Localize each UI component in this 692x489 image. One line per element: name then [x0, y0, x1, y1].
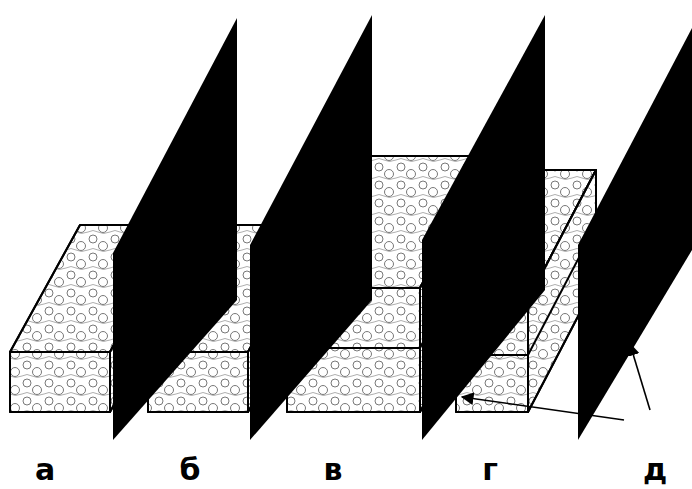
plates: [113, 15, 692, 440]
figure-letter: а: [35, 455, 55, 485]
leader-arrow: [462, 397, 624, 420]
black-plate: [113, 18, 237, 440]
box-face: [10, 352, 110, 412]
figure-letter: д: [643, 455, 667, 485]
box-face: [10, 352, 110, 412]
figure-letter: в: [324, 455, 343, 485]
black-plate: [422, 15, 545, 440]
black-plate: [578, 28, 692, 440]
black-plate: [250, 15, 372, 440]
figure-letter: б: [180, 455, 201, 485]
leader-arrow: [630, 344, 650, 410]
figure-letter: г: [482, 455, 498, 485]
